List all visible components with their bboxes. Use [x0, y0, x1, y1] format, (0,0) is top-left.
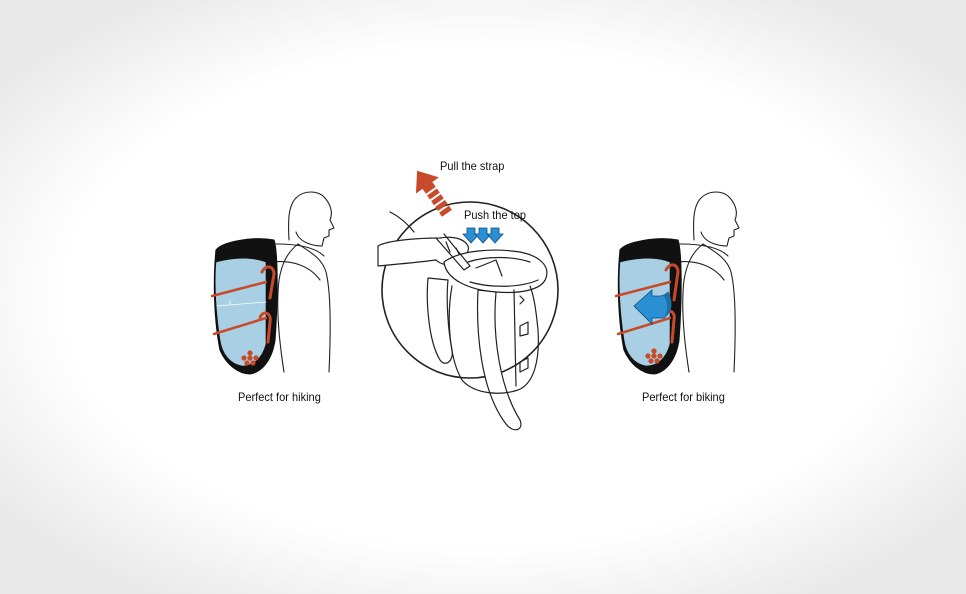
- shoulder-strap: [273, 243, 325, 281]
- shoulder-strap-right: [677, 243, 729, 281]
- zip-line: [513, 289, 525, 387]
- fold-arrow-icon: [633, 289, 672, 325]
- logo-mark-right: [645, 348, 663, 364]
- strap-buckle: [519, 321, 529, 373]
- person-silhouette-right: [682, 191, 740, 373]
- hiking-figure: [210, 191, 335, 375]
- pack-divider: [216, 299, 267, 307]
- shoulder-straps: [426, 277, 522, 431]
- compression-strap-bottom: [212, 316, 268, 336]
- inset-circle: [381, 201, 559, 379]
- compression-strap-bottom-right: [616, 316, 672, 336]
- compression-strap-top: [210, 280, 268, 298]
- logo-mark: [241, 350, 259, 366]
- compression-strap-top-right: [614, 280, 672, 298]
- pack-panel: [214, 257, 267, 367]
- biking-figure: [614, 191, 740, 375]
- strap-loop-top: [260, 265, 276, 300]
- pull-strap-label: Pull the strap: [440, 159, 505, 173]
- person-silhouette: [277, 191, 335, 373]
- push-arrows-icon: [462, 227, 504, 244]
- folding-inset: [377, 201, 559, 431]
- strap-loop-bottom: [258, 311, 272, 344]
- push-top-label: Push the top: [464, 208, 526, 222]
- lid-inner: [467, 256, 539, 287]
- pull-arrow-icon: [415, 170, 452, 217]
- pull-strap: [435, 233, 471, 271]
- hiking-caption: Perfect for hiking: [238, 390, 321, 404]
- strap-loop-top-right: [664, 263, 680, 302]
- biking-caption: Perfect for biking: [642, 390, 725, 404]
- pack-body-center: [448, 285, 539, 394]
- side-strap: [475, 259, 503, 277]
